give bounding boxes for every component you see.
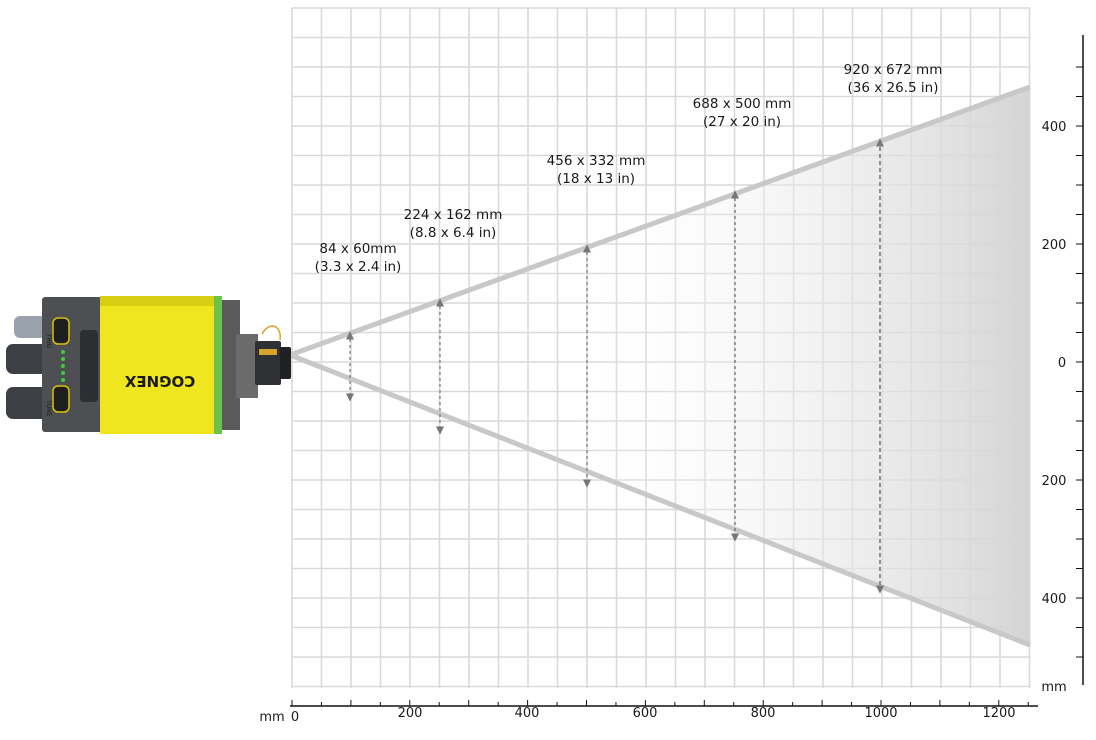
y-tick-label-200-bottom: 200	[1042, 474, 1067, 489]
x-tick-label-200: 200	[398, 706, 423, 721]
x-tick-label-1200: 1200	[982, 706, 1015, 721]
y-axis-unit: mm	[1041, 680, 1066, 695]
field-of-view-cone	[290, 87, 1030, 645]
x-axis-ticks	[291, 700, 1029, 706]
camera-connector-mid	[6, 344, 50, 374]
fov-label-2: 224 x 162 mm (8.8 x 6.4 in)	[404, 207, 503, 241]
cone-upper-edge	[289, 84, 1031, 358]
camera-accent-ring	[214, 296, 222, 434]
camera-lens-ring	[259, 349, 277, 355]
camera-front-plate	[236, 334, 258, 398]
fov-label-4: 688 x 500 mm (27 x 20 in)	[693, 96, 792, 130]
trig-button	[52, 317, 70, 345]
x-tick-label-800: 800	[751, 706, 776, 721]
fov-label-4-in: (27 x 20 in)	[703, 114, 781, 130]
camera-side-latch	[80, 330, 98, 402]
camera-body-shade	[100, 296, 218, 306]
status-leds	[61, 350, 65, 382]
x-axis-unit: mm	[259, 710, 284, 725]
camera-front-frame	[222, 300, 240, 430]
cone-lower-edge	[289, 352, 1031, 648]
camera-cable	[261, 325, 281, 341]
camera-connector-top	[14, 316, 46, 338]
fov-label-1: 84 x 60mm (3.3 x 2.4 in)	[315, 241, 402, 275]
trig-label: TRIG	[45, 333, 52, 349]
x-tick-label-0: 0	[291, 710, 299, 725]
y-tick-label-0: 0	[1058, 356, 1066, 371]
camera-lens-tip	[280, 347, 291, 379]
fov-label-3-in: (18 x 13 in)	[557, 171, 635, 187]
fov-arrows	[345, 138, 885, 594]
fov-label-5-in: (36 x 26.5 in)	[848, 80, 939, 96]
x-tick-label-600: 600	[633, 706, 658, 721]
fov-label-1-in: (3.3 x 2.4 in)	[315, 259, 402, 275]
fov-label-2-in: (8.8 x 6.4 in)	[410, 225, 497, 241]
camera-illustration: TRIG TUNE COGNEX	[6, 296, 291, 434]
x-tick-label-1000: 1000	[864, 706, 897, 721]
fov-label-3: 456 x 332 mm (18 x 13 in)	[547, 153, 646, 187]
brand-logo: COGNEX	[124, 372, 195, 390]
tune-button	[52, 385, 70, 413]
x-axis: mm 0 200 400 600 800 1000 1200	[259, 700, 1038, 725]
fov-label-4-mm: 688 x 500 mm	[693, 96, 792, 112]
camera-connector-bottom	[6, 387, 50, 419]
tune-label: TUNE	[45, 399, 52, 417]
camera-body	[100, 296, 218, 434]
y-tick-label-400-top: 400	[1042, 120, 1067, 135]
fov-label-5: 920 x 672 mm (36 x 26.5 in)	[844, 62, 943, 96]
fov-label-2-mm: 224 x 162 mm	[404, 207, 503, 223]
y-axis-ticks	[1076, 66, 1083, 658]
x-tick-label-400: 400	[515, 706, 540, 721]
y-axis: 400 200 0 200 400 mm	[1041, 35, 1084, 695]
y-tick-label-400-bottom: 400	[1042, 592, 1067, 607]
y-tick-label-200-top: 200	[1042, 238, 1067, 253]
camera-lens-housing	[255, 341, 281, 385]
fov-label-5-mm: 920 x 672 mm	[844, 62, 943, 78]
fov-label-3-mm: 456 x 332 mm	[547, 153, 646, 169]
fov-label-1-mm: 84 x 60mm	[319, 241, 396, 257]
